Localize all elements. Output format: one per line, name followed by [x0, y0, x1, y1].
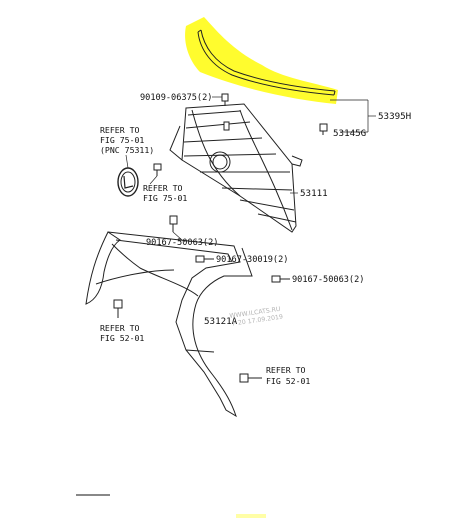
bottom-highlight-sliver — [236, 514, 266, 518]
leader-emblem2 — [149, 175, 158, 185]
refer-emblem-line3: (PNC 75311) — [100, 145, 154, 155]
refer-bottom-line2: FIG 52-01 — [266, 376, 310, 386]
bolt-left-icon — [113, 299, 123, 318]
watermark: WWW.ILCATS.RU F 20 17.09.2019 — [229, 306, 283, 328]
bracket-53395h — [330, 99, 376, 133]
nut-emblem-icon — [153, 163, 162, 176]
callout-clip-mid: 90167-30019(2) — [216, 255, 288, 265]
clip-left-icon — [169, 215, 178, 232]
refer-emblem-line1: REFER TO — [100, 125, 140, 135]
refer-bottom-line1: REFER TO — [266, 365, 306, 375]
refer-emblem2-line2: FIG 75-01 — [143, 193, 187, 203]
callout-clip-right: 90167-50063(2) — [292, 275, 364, 285]
callout-53145g: 53145G — [333, 128, 366, 139]
highlight-53395h — [185, 17, 338, 104]
callout-53111: 53111 — [300, 188, 328, 199]
clip-53145g-icon — [319, 123, 328, 135]
leader-clip-left — [172, 231, 183, 241]
callout-53395h: 53395H — [378, 111, 411, 122]
callout-clip-top: 90109-06375(2) — [140, 93, 212, 103]
moulding-strip-53395h — [197, 29, 336, 96]
refer-emblem2-line1: REFER TO — [143, 183, 183, 193]
emblem-icon — [117, 167, 139, 197]
clip-right-icon — [271, 275, 290, 283]
clip-mid-icon — [195, 255, 214, 263]
refer-emblem-line2: FIG 75-01 — [100, 135, 144, 145]
refer-left-line1: REFER TO — [100, 323, 140, 333]
callout-clip-left: 90167-50063(2) — [146, 238, 218, 248]
refer-left-line2: FIG 52-01 — [100, 333, 144, 343]
callout-53121a: 53121A — [204, 316, 238, 327]
bolt-bottom-icon — [239, 373, 262, 383]
clip-grille-icon — [223, 121, 230, 131]
leader-emblem — [125, 154, 129, 169]
clip-top-icon — [221, 93, 229, 106]
radiator-grille-53111 — [169, 103, 303, 233]
grille-frame-53121a — [85, 231, 253, 418]
